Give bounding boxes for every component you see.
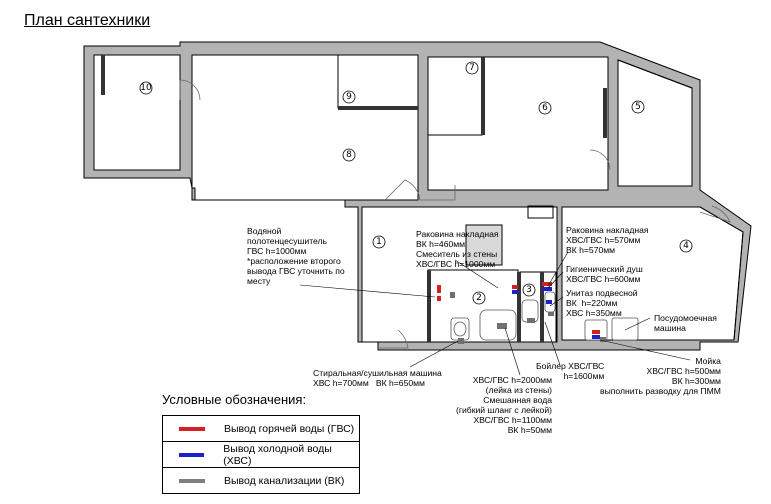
- towel-warmer-note: Водяной полотенцесушитель ГВС h=1000мм *…: [247, 226, 345, 286]
- legend-label: Вывод горячей воды (ГВС): [224, 422, 355, 435]
- legend: Вывод горячей воды (ГВС) Вывод холодной …: [162, 415, 360, 494]
- cold-water-swatch: [179, 452, 205, 457]
- legend-row-sewer: Вывод канализации (ВК): [163, 468, 359, 493]
- sewer-swatch: [179, 478, 205, 483]
- washer-note: Стиральная/сушильная машина ХВС h=700мм …: [313, 368, 442, 388]
- toilet-note: Унитаз подвесной ВК h=220мм ХВС h=350мм: [566, 288, 638, 318]
- hygienic-shower-note: Гигиенический душ ХВС/ГВС h=600мм: [566, 264, 643, 284]
- page-title: План сантехники: [24, 12, 151, 29]
- legend-row-cold: Вывод холодной воды (ХВС): [163, 442, 359, 468]
- room-number: 3: [526, 285, 532, 295]
- room-number: 9: [346, 92, 352, 102]
- sink-left-note: Раковина накладная ВК h=460мм Смеситель …: [416, 229, 499, 269]
- room-number: 6: [542, 103, 548, 113]
- room-number: 1: [376, 237, 382, 247]
- room-number: 10: [140, 83, 152, 93]
- kitchen-sink-note: Мойка ХВС/ГВС h=500мм ВК h=300мм выполни…: [600, 356, 721, 396]
- sink-right-note: Раковина накладная ХВС/ГВС h=570мм ВК h=…: [566, 225, 649, 255]
- pipe-markers: [437, 282, 606, 344]
- legend-label: Вывод канализации (ВК): [224, 474, 345, 487]
- bath-shower-note: ХВС/ГВС h=2000мм (лейка из стены) Смешан…: [456, 375, 552, 435]
- room-number: 8: [346, 150, 352, 160]
- boiler-note: Бойлер ХВС/ГВС h=1600мм: [536, 361, 605, 381]
- room-number: 7: [469, 63, 475, 73]
- room-number: 2: [476, 293, 482, 303]
- legend-row-hot: Вывод горячей воды (ГВС): [163, 416, 359, 442]
- legend-title: Условные обозначения:: [162, 392, 307, 407]
- dishwasher-note: Посудомоечная машина: [654, 313, 717, 333]
- hot-water-swatch: [179, 426, 205, 431]
- room-number: 4: [683, 241, 689, 251]
- room-number: 5: [635, 102, 641, 112]
- legend-label: Вывод холодной воды (ХВС): [223, 442, 332, 467]
